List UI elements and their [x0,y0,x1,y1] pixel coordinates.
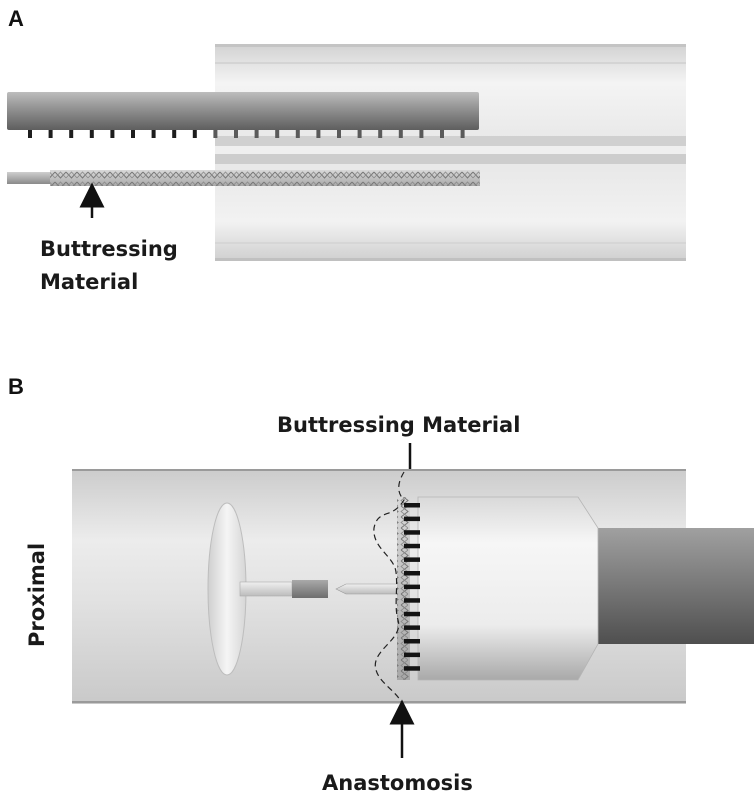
staple-tick [69,130,74,138]
staple [404,639,420,644]
staple-tick [48,130,53,138]
staple-tick [28,130,32,138]
staple-tick [316,130,321,138]
staple-tick [151,130,156,138]
staple-row [404,503,420,671]
staple-tick [357,130,362,138]
buttress-label-a-line1: Buttressing [40,237,178,261]
staple-tick [131,130,135,138]
panel-a-letter: A [8,6,24,31]
proximal-label: Proximal [25,543,49,647]
staple-tick [337,130,341,138]
buttress-label-a-line2: Material [40,270,138,294]
staple-tick [254,130,259,138]
staple-tick [172,130,177,138]
staple [404,516,420,522]
staple [404,557,420,562]
staple-tick [275,130,280,138]
staple [404,571,420,576]
panel-a: A Buttressing Material [7,6,686,294]
buttress-label-b: Buttressing Material [277,413,520,437]
staple [404,598,420,603]
panel-b: B Buttressing Material Ana [8,374,754,795]
stapler-housing [215,44,686,261]
staple [404,584,420,590]
staple-tick [419,130,424,138]
staple-tick [460,130,465,138]
staple-tick [398,130,403,138]
panel-b-letter: B [8,374,24,399]
trocar-spike [335,583,405,595]
staple-tick [234,130,238,138]
staple-tick [110,130,115,138]
staple-tick [89,130,94,138]
anastomosis-outline [373,471,405,705]
staple-ticks [28,130,465,138]
staple [404,543,420,549]
anvil-jaw-rod [7,92,479,130]
staple [404,652,420,658]
staple-tick [440,130,444,138]
anvil-collar [292,580,328,598]
buttressing-mesh-b [397,497,410,680]
anvil-stem [239,581,293,597]
stapler-shaft [596,528,754,644]
staple [404,625,420,630]
staple-tick [295,130,300,138]
staple [404,611,420,617]
anastomosis-label: Anastomosis [322,771,473,795]
staple [404,530,420,535]
stapler-head [417,496,599,681]
buttressing-mesh-a [50,170,480,186]
staple [404,666,420,671]
staple-tick [213,130,218,138]
staple [404,503,420,508]
staple-tick [378,130,383,138]
staple-tick [192,130,197,138]
